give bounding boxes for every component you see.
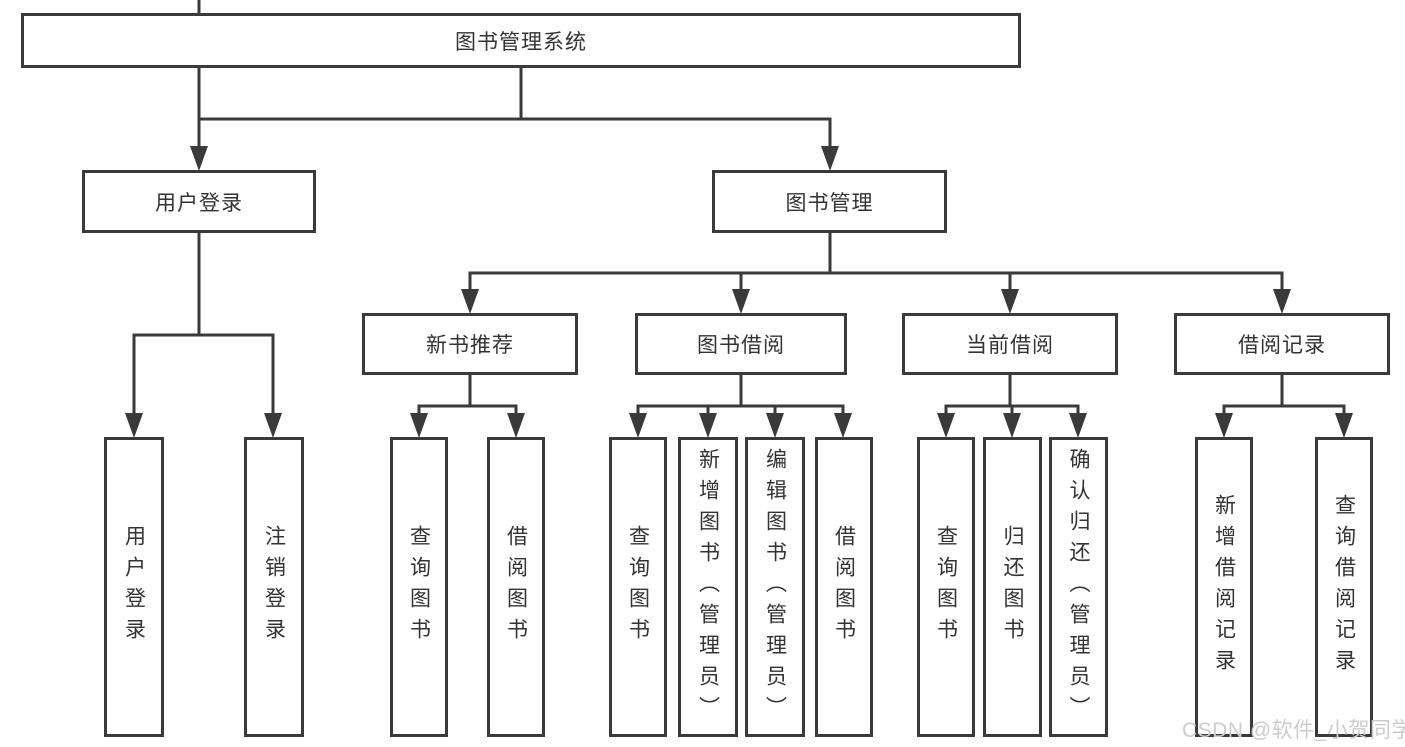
leaf-return-books: 归还图书 bbox=[983, 437, 1042, 737]
arrowhead-icon bbox=[507, 413, 525, 438]
node-book-borrowing: 图书借阅 bbox=[635, 313, 847, 375]
leaf-confirm-return-admin: 确认归还（管理员） bbox=[1049, 437, 1108, 737]
connector-borrow-records-to-leaves bbox=[1215, 373, 1353, 438]
arrowhead-icon bbox=[1001, 289, 1019, 314]
arrowhead-icon bbox=[629, 413, 647, 438]
arrowhead-icon bbox=[1069, 413, 1087, 438]
arrowhead-icon bbox=[821, 146, 839, 171]
arrowhead-icon bbox=[699, 413, 717, 438]
connector-current-borrow-to-leaves bbox=[937, 373, 1087, 438]
connector-book-borrow-to-leaves bbox=[629, 373, 852, 438]
leaf-logout: 注销登录 bbox=[244, 437, 304, 737]
connector-user-login-to-leaves bbox=[125, 231, 282, 438]
leaf-query-books-current: 查询图书 bbox=[917, 437, 975, 737]
arrowhead-icon bbox=[1273, 289, 1291, 314]
arrowhead-icon bbox=[410, 413, 428, 438]
leaf-query-borrow-record: 查询借阅记录 bbox=[1315, 437, 1373, 737]
node-new-book-recommendation: 新书推荐 bbox=[362, 313, 578, 375]
leaf-edit-books-admin: 编辑图书（管理员） bbox=[745, 437, 805, 737]
leaf-user-login: 用户登录 bbox=[104, 437, 164, 737]
leaf-add-books-admin: 新增图书（管理员） bbox=[678, 437, 738, 737]
arrowhead-icon bbox=[190, 146, 208, 171]
connector-root-to-level2 bbox=[190, 0, 839, 171]
leaf-add-borrow-record: 新增借阅记录 bbox=[1195, 437, 1253, 737]
arrowhead-icon bbox=[766, 413, 784, 438]
arrowhead-icon bbox=[1335, 413, 1353, 438]
node-library-management-system: 图书管理系统 bbox=[21, 13, 1021, 68]
arrowhead-icon bbox=[461, 289, 479, 314]
leaf-borrow-books-recommend: 借阅图书 bbox=[487, 437, 545, 737]
csdn-watermark: CSDN @软件_小贺同学 bbox=[1182, 719, 1405, 742]
arrowhead-icon bbox=[125, 413, 143, 438]
node-borrowing-records: 借阅记录 bbox=[1174, 313, 1390, 375]
node-book-management: 图书管理 bbox=[712, 170, 947, 233]
arrowhead-icon bbox=[834, 413, 852, 438]
arrowhead-icon bbox=[937, 413, 955, 438]
arrowhead-icon bbox=[264, 413, 282, 438]
node-current-borrowing: 当前借阅 bbox=[902, 313, 1118, 375]
connector-new-book-to-leaves bbox=[410, 373, 525, 438]
arrowhead-icon bbox=[1003, 413, 1021, 438]
arrowhead-icon bbox=[732, 289, 750, 314]
leaf-query-books-recommend: 查询图书 bbox=[390, 437, 448, 737]
connector-book-management-to-level3 bbox=[461, 231, 1291, 314]
node-user-login: 用户登录 bbox=[82, 170, 316, 233]
leaf-query-books-borrowing: 查询图书 bbox=[609, 437, 667, 737]
leaf-borrow-books-borrowing: 借阅图书 bbox=[815, 437, 873, 737]
arrowhead-icon bbox=[1215, 413, 1233, 438]
